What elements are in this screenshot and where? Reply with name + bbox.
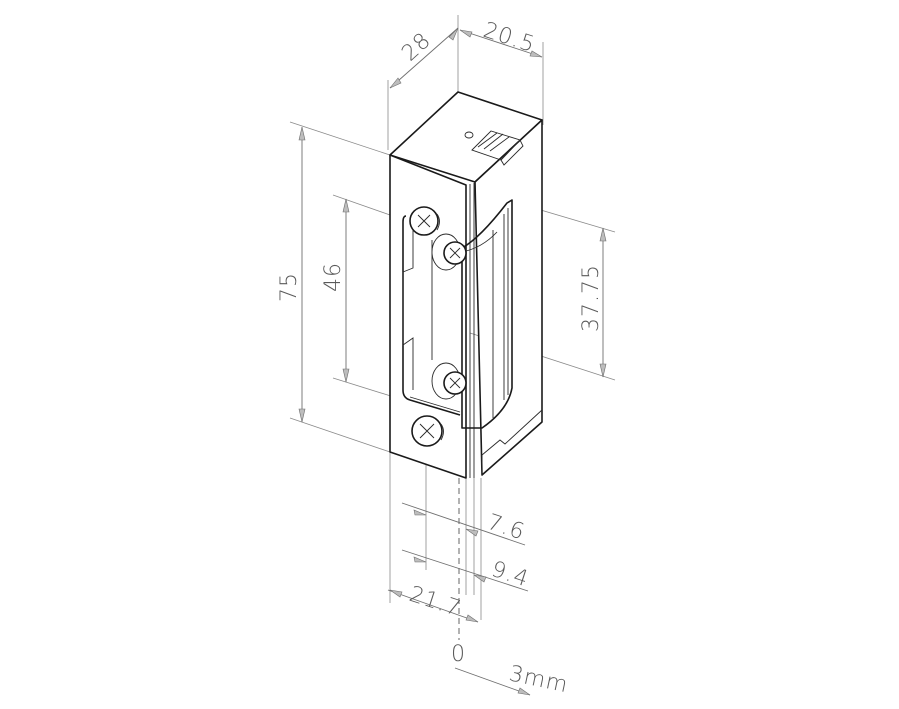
label-width-top: 20.5: [480, 18, 538, 58]
label-offset-2: 9.4: [488, 557, 532, 593]
screw-bottom-left-icon: [411, 415, 444, 447]
label-adjust-range: 3mm: [507, 661, 571, 698]
dimension-arrowheads: [298, 27, 607, 696]
screw-lower-latch-icon: [431, 362, 467, 400]
label-faceplate-width: 21.7: [406, 582, 464, 622]
top-hole: [464, 131, 474, 139]
label-zero-ref: 0: [451, 642, 466, 667]
label-depth: 28: [397, 28, 436, 67]
bottom-step: [481, 409, 543, 475]
screw-top-left-icon: [409, 206, 440, 236]
label-screw-spacing: 46: [321, 262, 346, 292]
screw-upper-latch-icon: [431, 233, 467, 271]
label-latch-height: 37.75: [579, 264, 604, 332]
strike-body: [389, 91, 543, 479]
label-offset-1: 7.6: [484, 510, 528, 546]
screws: [409, 206, 467, 447]
label-height-total: 75: [277, 272, 302, 302]
